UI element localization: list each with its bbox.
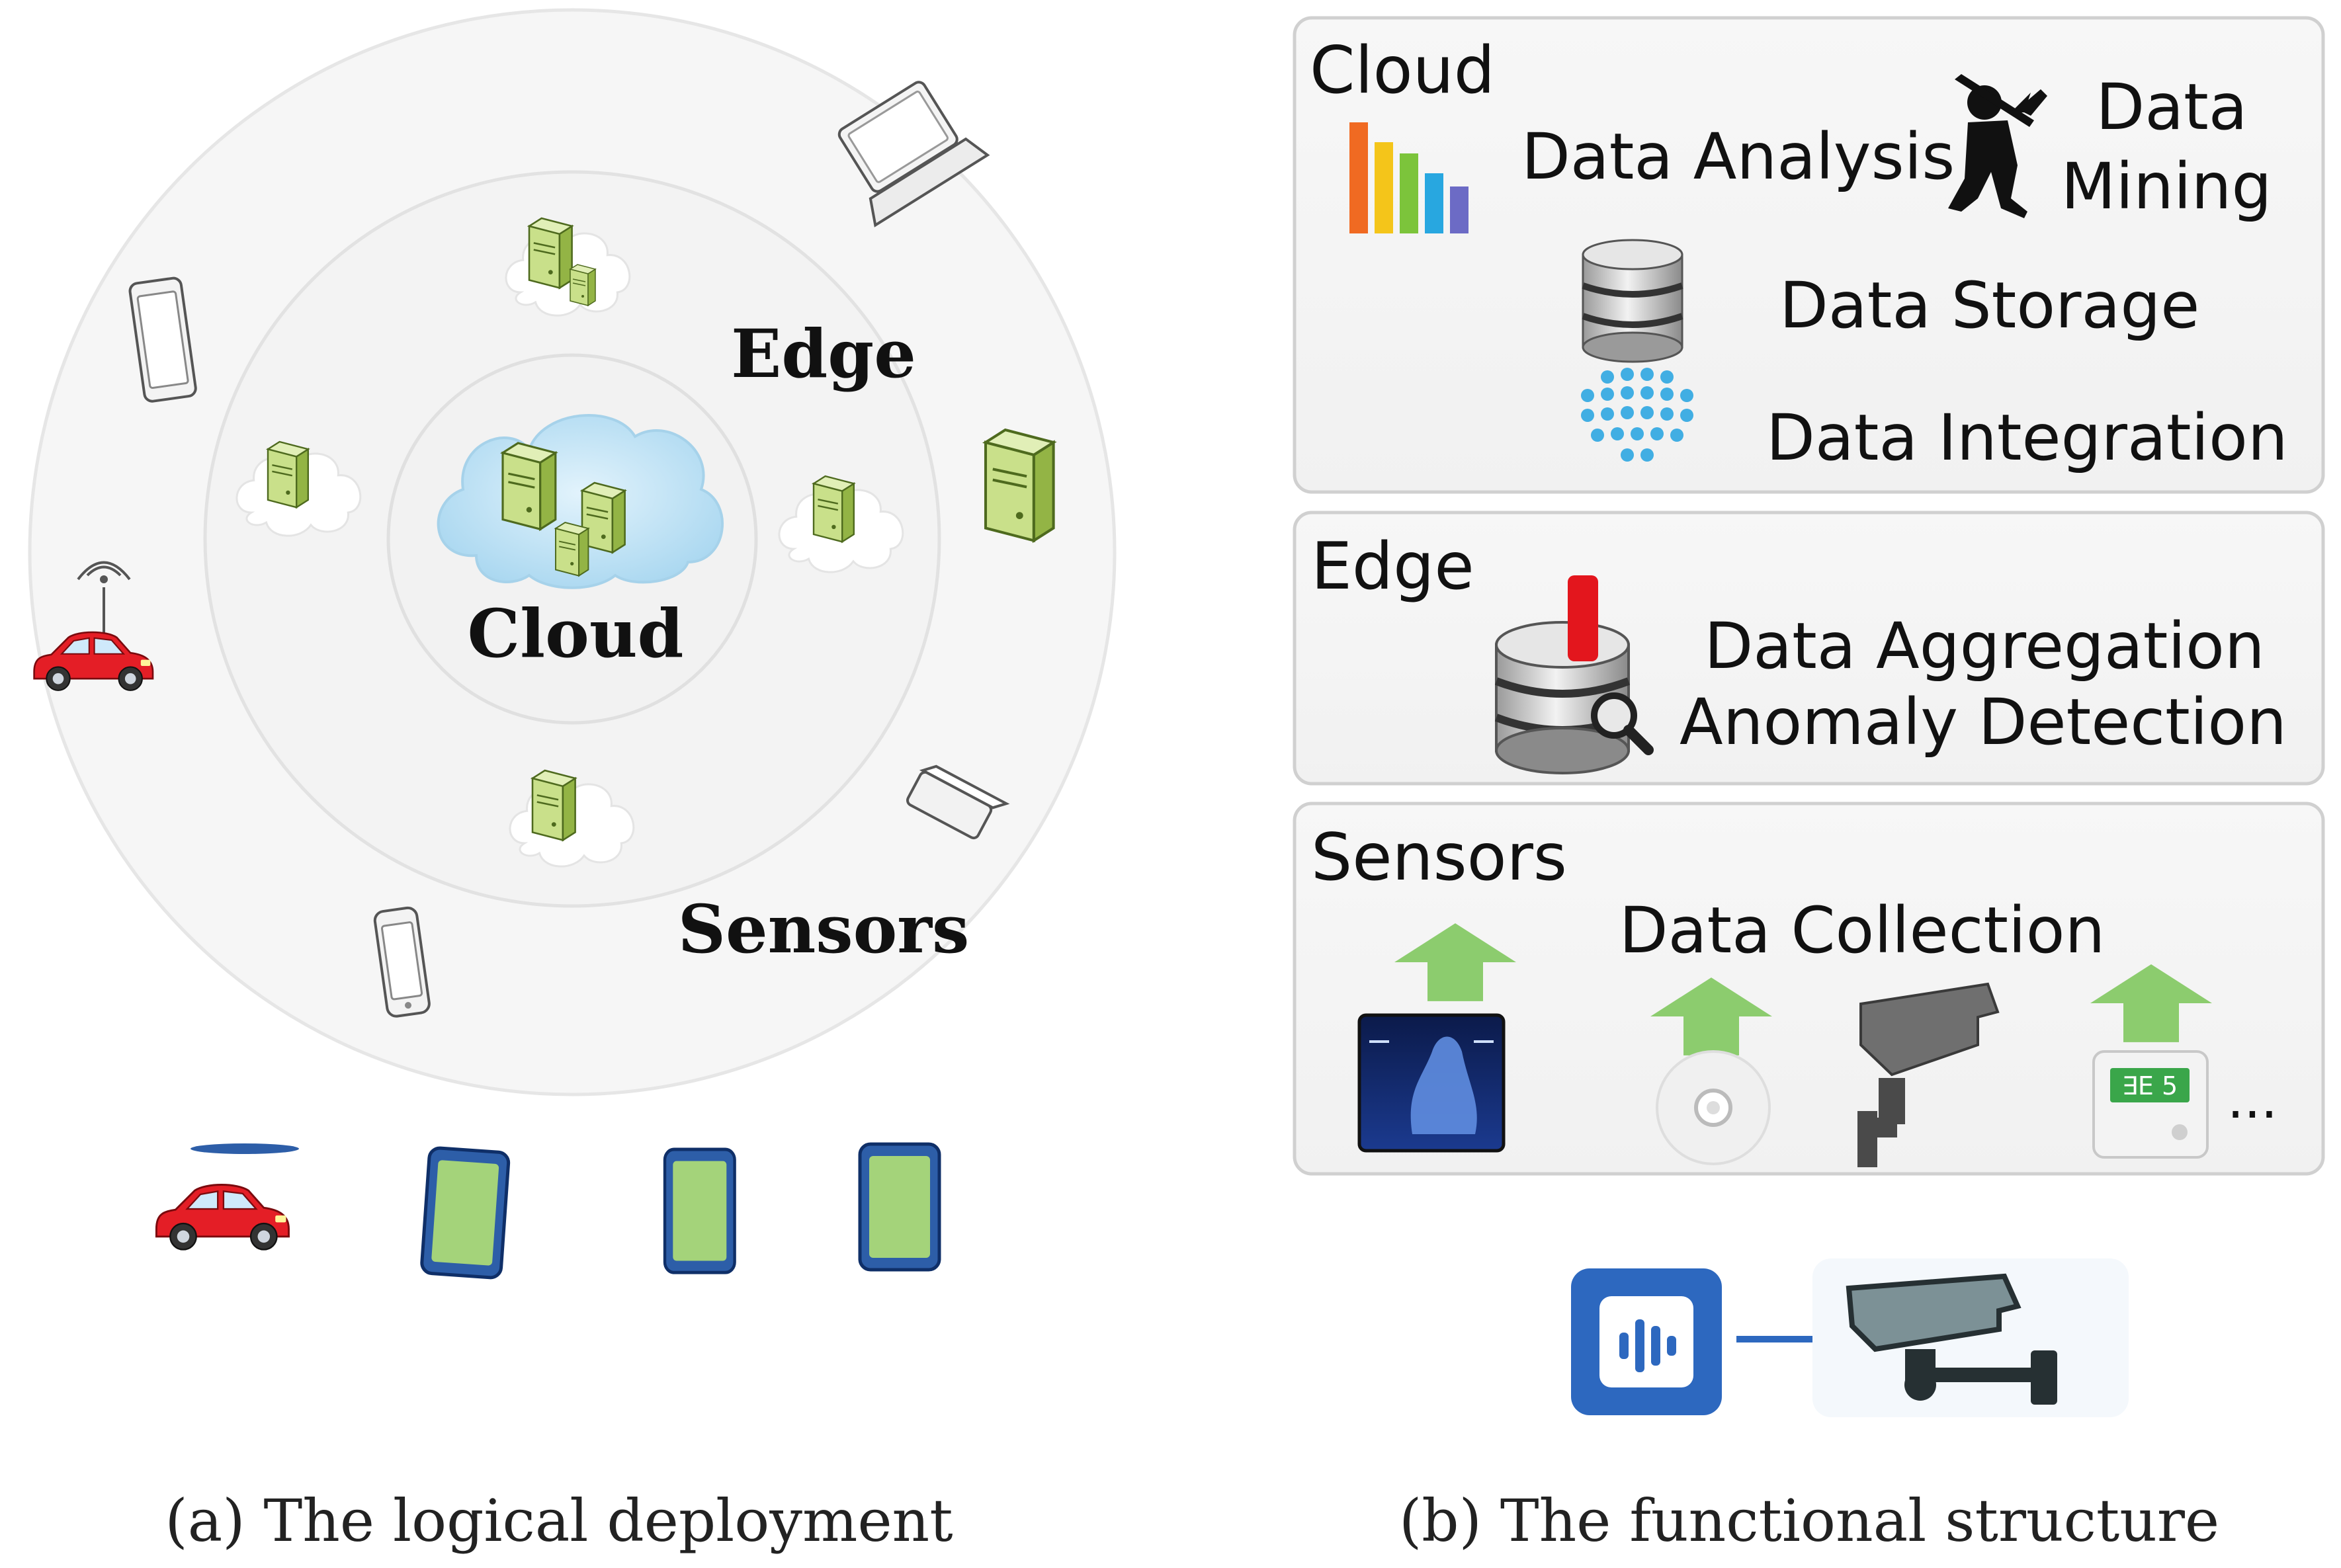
data-collection-label: Data Collection xyxy=(1619,893,2106,968)
thermostat-display-text: ∃E 5 xyxy=(2122,1071,2178,1100)
cloud-layer-title: Cloud xyxy=(1310,33,1495,108)
edge-layer-title: Edge xyxy=(1311,529,1474,604)
sensors-layer-title: Sensors xyxy=(1311,820,1567,895)
car-halo-icon xyxy=(191,1143,299,1154)
data-mining-label-line2: Mining xyxy=(2061,149,2272,224)
server-tower-icon xyxy=(986,430,1054,540)
data-analysis-label: Data Analysis xyxy=(1521,120,1955,194)
fingerprint-scanner-icon xyxy=(1357,1013,1506,1153)
cloud-ring-label: Cloud xyxy=(468,595,684,673)
right-caption: (b) The functional structure xyxy=(1399,1487,2219,1555)
database-search-icon xyxy=(1494,575,1654,774)
logical-deployment-diagram: Cloud Edge Sensors (a) The logical deplo… xyxy=(28,8,1117,1555)
bottom-tablet-3-icon xyxy=(860,1144,939,1270)
bottom-devices xyxy=(155,1143,939,1278)
central-cloud-icon xyxy=(437,413,724,589)
database-icon xyxy=(1582,239,1683,363)
data-storage-label: Data Storage xyxy=(1779,268,2199,343)
miner-icon xyxy=(1948,74,2047,218)
anomaly-detection-label: Anomaly Detection xyxy=(1680,685,2287,759)
data-integration-label: Data Integration xyxy=(1766,401,2288,475)
sensors-ring-label: Sensors xyxy=(678,890,970,968)
left-caption: (a) The logical deployment xyxy=(165,1487,953,1555)
cloud-layer-panel: Cloud Data Analysis Data Mining xyxy=(1293,16,2325,494)
sensors-layer-panel: Sensors Data Collection xyxy=(1293,802,2325,1176)
edge-layer-panel: Edge Data Aggregation Anomaly Detection xyxy=(1293,511,2325,786)
more-sensors-ellipsis: ... xyxy=(2227,1069,2277,1130)
data-mining-label-line1: Data xyxy=(2096,70,2247,144)
edge-ring-label: Edge xyxy=(731,315,916,393)
audio-to-camera-illustration xyxy=(1571,1259,2129,1417)
bottom-tablet-2-icon xyxy=(665,1149,735,1272)
functional-structure-diagram: Cloud Data Analysis Data Mining xyxy=(1293,16,2325,1555)
bottom-tablet-1-icon xyxy=(421,1147,509,1278)
thermostat-icon: ∃E 5 xyxy=(2092,1050,2209,1159)
data-aggregation-label: Data Aggregation xyxy=(1704,609,2264,683)
security-camera-icon xyxy=(1857,982,2000,1167)
laptop-icon xyxy=(837,81,990,227)
sensor-box-icon xyxy=(906,764,1010,840)
connected-car-icon xyxy=(33,561,154,692)
data-integration-dots-icon xyxy=(1581,368,1693,462)
optical-disc-icon xyxy=(1656,1050,1771,1165)
camera-large-icon xyxy=(1846,1273,2057,1405)
bottom-car-icon xyxy=(155,1184,290,1251)
bar-chart-icon xyxy=(1349,122,1468,233)
tablet-icon xyxy=(128,276,197,403)
